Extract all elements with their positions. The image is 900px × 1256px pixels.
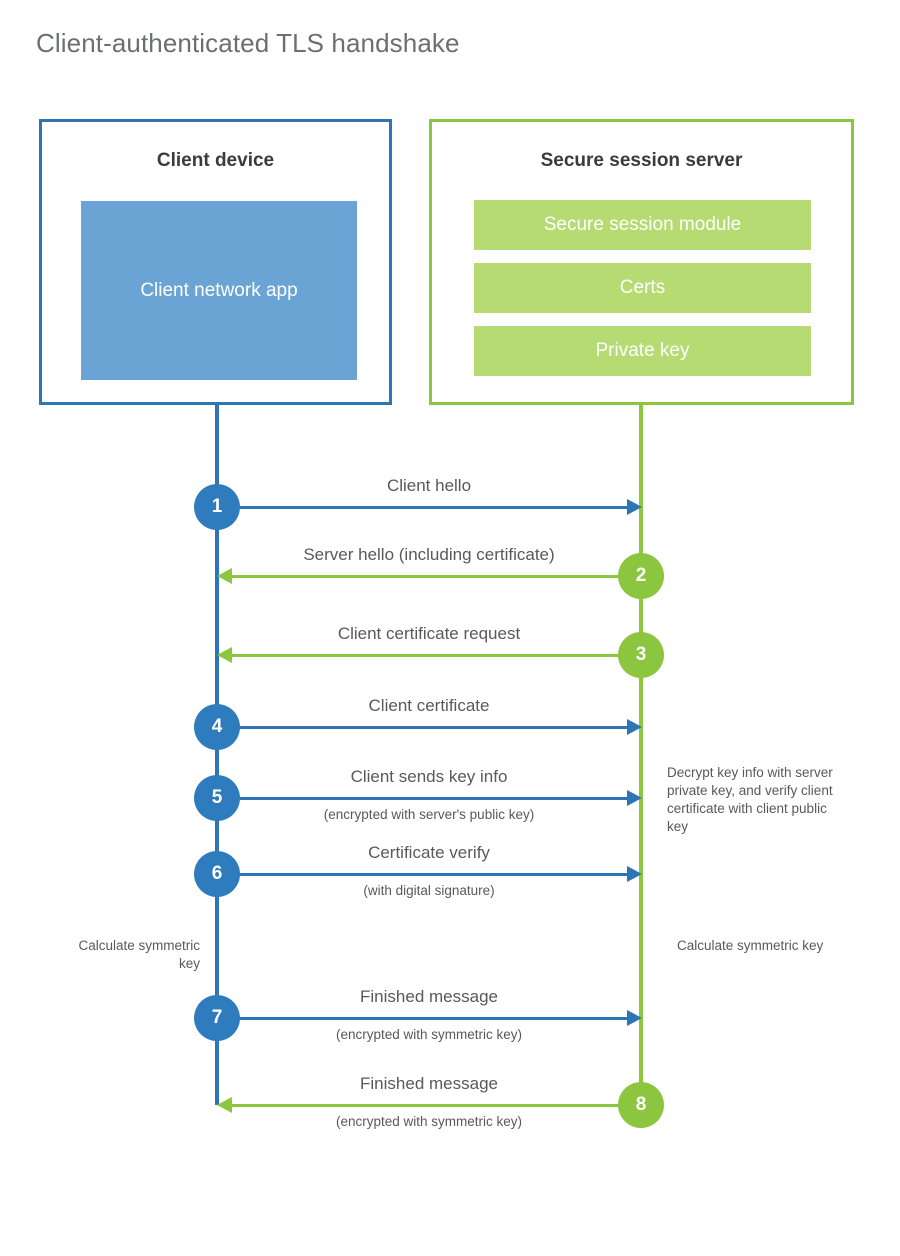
note-decrypt-key-info: Decrypt key info with server private key… <box>667 765 833 834</box>
note-calculate-symmetric-key-client: Calculate symmetric key <box>78 938 200 971</box>
arrowhead-left-icon <box>217 647 232 663</box>
arrowhead-left-icon <box>217 568 232 584</box>
server-lifeline <box>639 405 643 1105</box>
message-label: Client hello <box>386 476 472 495</box>
message-arrow-line <box>217 726 635 729</box>
client-device-title: Client device <box>156 150 275 171</box>
server-component-secure-session-module: Secure session module <box>474 200 811 250</box>
page-title: Client-authenticated TLS handshake <box>36 28 460 58</box>
message-arrow-line <box>217 1017 635 1020</box>
client-lifeline <box>215 405 219 1105</box>
arrowhead-right-icon <box>627 499 642 515</box>
message-arrow-line <box>223 1104 641 1107</box>
step-circle-6: 6 <box>194 851 240 897</box>
message-sublabel: (with digital signature) <box>363 883 495 898</box>
step-circle-7: 7 <box>194 995 240 1041</box>
server-component-certs: Certs <box>474 263 811 313</box>
message-sublabel: (encrypted with symmetric key) <box>335 1114 523 1129</box>
message-label: Client certificate request <box>337 624 521 643</box>
arrowhead-right-icon <box>627 866 642 882</box>
arrowhead-right-icon <box>627 790 642 806</box>
message-label: Client certificate <box>368 696 490 715</box>
note-calculate-symmetric-key-server: Calculate symmetric key <box>677 938 824 953</box>
message-arrow-line <box>223 575 641 578</box>
server-component-private-key: Private key <box>474 326 811 376</box>
client-device-box: Client device Client network app <box>39 119 392 405</box>
message-label: Finished message <box>360 1074 498 1093</box>
arrowhead-left-icon <box>217 1097 232 1113</box>
message-label: Server hello (including certificate) <box>303 545 555 564</box>
step-circle-3: 3 <box>618 632 664 678</box>
step-circle-5: 5 <box>194 775 240 821</box>
step-circle-8: 8 <box>618 1082 664 1128</box>
message-sublabel: (encrypted with server's public key) <box>323 807 535 822</box>
secure-session-server-box: Secure session server Secure session mod… <box>429 119 854 405</box>
message-arrow-line <box>217 873 635 876</box>
message-label: Certificate verify <box>368 843 490 862</box>
arrowhead-right-icon <box>627 719 642 735</box>
step-circle-4: 4 <box>194 704 240 750</box>
message-arrow-line <box>217 506 635 509</box>
message-label: Client sends key info <box>350 767 508 786</box>
secure-session-server-title: Secure session server <box>540 150 743 171</box>
message-label: Finished message <box>360 987 498 1006</box>
message-arrow-line <box>217 797 635 800</box>
message-sublabel: (encrypted with symmetric key) <box>335 1027 523 1042</box>
client-network-app-node: Client network app <box>81 201 357 380</box>
arrowhead-right-icon <box>627 1010 642 1026</box>
step-circle-1: 1 <box>194 484 240 530</box>
message-arrow-line <box>223 654 641 657</box>
step-circle-2: 2 <box>618 553 664 599</box>
